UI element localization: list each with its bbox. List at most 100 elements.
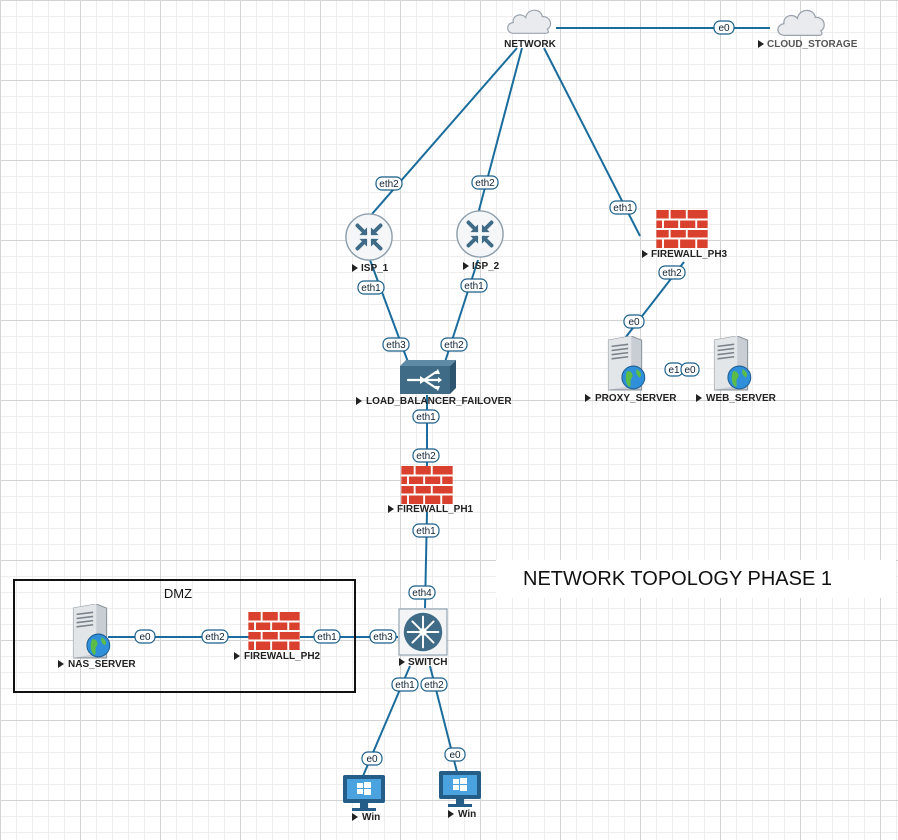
diagram-title: NETWORK TOPOLOGY PHASE 1: [523, 568, 832, 590]
interface-badge: [440, 337, 468, 352]
iface-sw-eth1[interactable]: eth1: [391, 677, 419, 692]
proxy-server-label: PROXY_SERVER: [595, 393, 677, 404]
interface-badge: [391, 677, 419, 692]
iface-isp2-eth1[interactable]: eth1: [460, 278, 488, 293]
iface-isp1-eth1[interactable]: eth1: [357, 280, 385, 295]
iface-lb-eth2[interactable]: eth2: [440, 337, 468, 352]
iface-lb-eth3[interactable]: eth3: [382, 337, 410, 352]
load-balancer-icon: [400, 360, 456, 394]
win-1-node[interactable]: Win: [343, 775, 385, 823]
play-triangle-icon: [352, 264, 358, 272]
firewall-icon: [401, 466, 453, 504]
firewall-ph1-node[interactable]: FIREWALL_PH1: [388, 466, 474, 515]
iface-sw-eth4[interactable]: eth4: [408, 585, 436, 600]
interface-badge: [361, 751, 383, 766]
interface-name: eth2: [379, 179, 399, 190]
network-node[interactable]: NETWORK: [504, 9, 557, 50]
iface-net-cloud-e0[interactable]: e0: [713, 20, 735, 35]
iface-sw-eth3[interactable]: eth3: [369, 629, 397, 644]
play-triangle-icon: [352, 813, 358, 821]
interface-badge: [412, 409, 440, 424]
isp-1-node[interactable]: ISP_1: [344, 212, 394, 274]
load-balancer-node[interactable]: LOAD_BALANCER_FAILOVER: [356, 360, 512, 407]
interface-name: e0: [139, 632, 151, 643]
play-triangle-icon: [696, 394, 702, 402]
interface-name: eth1: [613, 203, 633, 214]
win-2-label: Win: [458, 809, 476, 820]
play-triangle-icon: [642, 250, 648, 258]
play-triangle-icon: [234, 652, 240, 660]
interface-name: eth3: [386, 340, 406, 351]
interface-name: eth2: [424, 680, 444, 691]
interface-name: eth2: [475, 178, 495, 189]
iface-fw2-eth2[interactable]: eth2: [201, 629, 229, 644]
iface-fw2-eth1[interactable]: eth1: [313, 629, 341, 644]
isp-2-label: ISP_2: [472, 261, 500, 272]
firewall-ph2-node[interactable]: FIREWALL_PH2: [234, 612, 321, 662]
interface-name: e0: [449, 750, 461, 761]
interface-badge: [609, 200, 637, 215]
interface-badge: [412, 523, 440, 538]
interface-badge: [412, 448, 440, 463]
interface-name: eth1: [416, 412, 436, 423]
firewall-ph3-node[interactable]: FIREWALL_PH3: [642, 210, 728, 260]
iface-fw1-eth2[interactable]: eth2: [412, 448, 440, 463]
interface-badge: [658, 265, 686, 280]
router-icon: [455, 209, 505, 259]
nas-server-label: NAS_SERVER: [68, 659, 136, 670]
win-2-node[interactable]: Win: [439, 771, 481, 820]
cloud-storage-label: CLOUD_STORAGE: [767, 39, 858, 50]
isp-1-label: ISP_1: [361, 263, 389, 274]
iface-proxy-e1[interactable]: e1: [664, 362, 684, 377]
iface-win1-e0[interactable]: e0: [361, 751, 383, 766]
iface-lb-eth1[interactable]: eth1: [412, 409, 440, 424]
web-server-label: WEB_SERVER: [706, 393, 777, 404]
server-icon: [607, 336, 646, 391]
nas-server-node[interactable]: NAS_SERVER: [58, 604, 136, 670]
interface-badge: [623, 314, 645, 329]
iface-win2-e0[interactable]: e0: [444, 747, 466, 762]
iface-isp2-eth2[interactable]: eth2: [471, 175, 499, 190]
dmz-zone: DMZ: [13, 579, 356, 693]
firewall-icon: [656, 210, 708, 248]
iface-fw3-eth2[interactable]: eth2: [658, 265, 686, 280]
iface-fw3-eth1[interactable]: eth1: [609, 200, 637, 215]
play-triangle-icon: [448, 810, 454, 818]
web-server-node[interactable]: WEB_SERVER: [696, 336, 777, 404]
monitor-icon: [343, 775, 385, 811]
interface-name: e1: [668, 365, 680, 376]
interface-name: eth4: [412, 588, 432, 599]
iface-nas-e0[interactable]: e0: [134, 629, 156, 644]
win-1-label: Win: [362, 812, 380, 823]
interface-name: e0: [684, 365, 696, 376]
switch-icon: [398, 608, 448, 656]
diagram-title-block: NETWORK TOPOLOGY PHASE 1: [496, 560, 896, 598]
interface-name: e0: [718, 23, 730, 34]
iface-proxy-e0[interactable]: e0: [623, 314, 645, 329]
play-triangle-icon: [463, 262, 469, 270]
monitor-icon: [439, 771, 481, 807]
dmz-border: [13, 579, 356, 693]
isp-2-node[interactable]: ISP_2: [455, 209, 505, 272]
interface-name: eth2: [444, 340, 464, 351]
firewall-ph2-label: FIREWALL_PH2: [244, 651, 321, 662]
interface-name: eth1: [464, 281, 484, 292]
load-balancer-label: LOAD_BALANCER_FAILOVER: [366, 396, 512, 407]
firewall-ph3-label: FIREWALL_PH3: [651, 249, 728, 260]
switch-node[interactable]: SWITCH: [398, 608, 448, 668]
iface-web-e0[interactable]: e0: [680, 362, 700, 377]
iface-sw-eth2[interactable]: eth2: [420, 677, 448, 692]
cloud-storage-node[interactable]: CLOUD_STORAGE: [758, 9, 858, 50]
interface-badge: [408, 585, 436, 600]
switch-label: SWITCH: [408, 657, 447, 668]
interface-name: eth1: [317, 632, 337, 643]
interface-badge: [471, 175, 499, 190]
iface-fw1-eth1[interactable]: eth1: [412, 523, 440, 538]
interface-badge: [420, 677, 448, 692]
interface-badge: [134, 629, 156, 644]
proxy-server-node[interactable]: PROXY_SERVER: [585, 336, 677, 404]
interface-labels: e0 eth2 eth2 eth1 eth1 eth1 eth2 e0 eth3…: [134, 20, 735, 766]
play-triangle-icon: [356, 397, 362, 405]
interface-badge: [375, 176, 403, 191]
iface-isp1-eth2[interactable]: eth2: [375, 176, 403, 191]
